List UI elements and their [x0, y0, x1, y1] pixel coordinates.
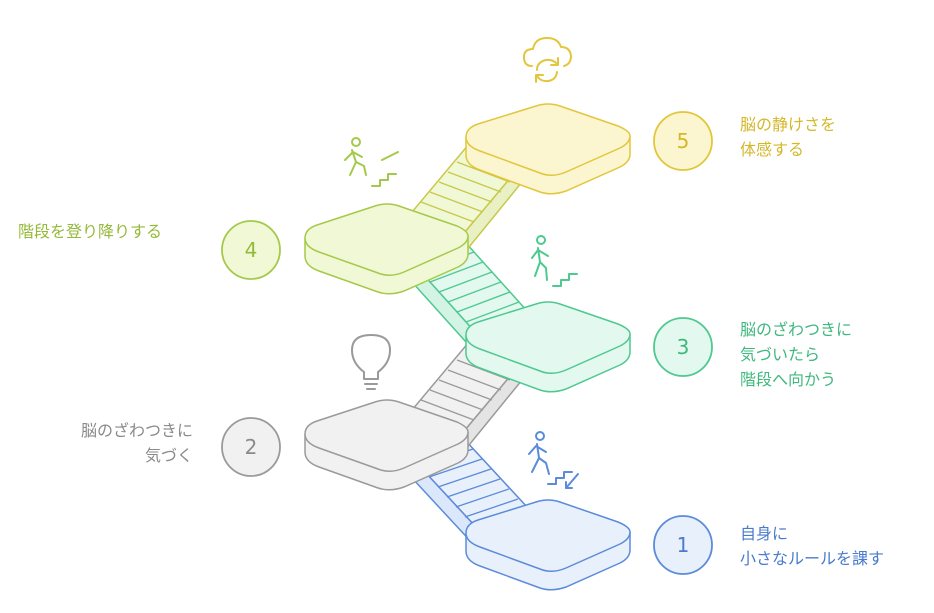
step-number-3: 3 — [677, 335, 690, 359]
platform-1 — [465, 499, 631, 591]
step-label-1: 自身に 小さなルールを課す — [740, 521, 884, 571]
step-label-2-line-2: 気づく — [144, 446, 193, 465]
platform-5 — [465, 103, 631, 195]
person-walking-down-stairs-icon — [531, 235, 578, 287]
step-label-2: 脳のざわつきに 気づく — [81, 418, 193, 468]
step-label-5-line-2: 体感する — [740, 140, 805, 159]
platform-4 — [304, 203, 469, 295]
step-label-1-line-2: 小さなルールを課す — [740, 549, 885, 568]
step-circle-1: 1 — [653, 515, 713, 575]
step-label-1-line-1: 自身に — [740, 524, 789, 543]
step-number-5: 5 — [677, 129, 690, 153]
step-label-3: 脳のざわつきに 気づいたら 階段へ向かう — [740, 317, 852, 392]
step-circle-4: 4 — [221, 220, 281, 280]
platform-2 — [304, 399, 469, 491]
step-circle-3: 3 — [653, 317, 713, 377]
step-label-2-line-1: 脳のざわつきに — [80, 421, 193, 440]
step-label-3-line-2: 気づいたら — [740, 345, 821, 364]
person-walking-up-stairs-icon — [344, 137, 399, 187]
platform-3 — [465, 301, 631, 393]
step-number-1: 1 — [677, 533, 690, 557]
person-walking-down-stairs-icon — [528, 431, 579, 489]
cloud-refresh-icon — [523, 37, 572, 83]
step-number-4: 4 — [245, 238, 258, 262]
step-label-4: 階段を登り降りする — [18, 219, 162, 244]
step-label-3-line-3: 階段へ向かう — [740, 370, 837, 389]
lightbulb-icon — [351, 334, 391, 390]
step-label-3-line-1: 脳のざわつきに — [740, 320, 853, 339]
step-circle-2: 2 — [221, 417, 281, 477]
step-number-2: 2 — [245, 435, 258, 459]
step-label-5: 脳の静けさを 体感する — [740, 112, 836, 162]
step-circle-5: 5 — [653, 111, 713, 171]
step-label-5-line-1: 脳の静けさを — [740, 115, 837, 134]
step-label-4-line-1: 階段を登り降りする — [18, 222, 163, 241]
